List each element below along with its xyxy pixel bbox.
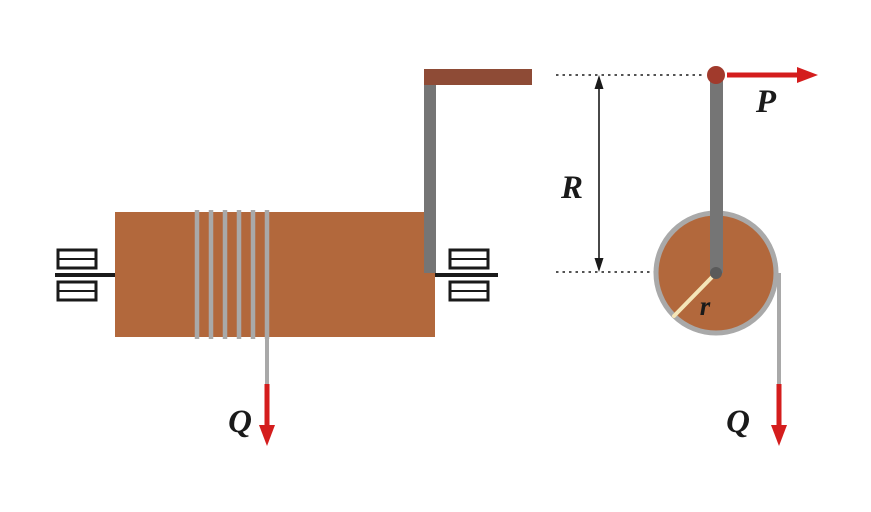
label-p: P bbox=[755, 84, 777, 120]
dimension-arrow-up bbox=[594, 75, 604, 89]
force-arrow-q-left bbox=[259, 384, 275, 446]
drum bbox=[115, 212, 435, 337]
label-q-left: Q bbox=[228, 404, 252, 440]
dimension-R bbox=[594, 75, 604, 272]
end-view: R r P Q bbox=[556, 66, 818, 446]
dimension-arrow-down bbox=[594, 258, 604, 272]
crank-arm-side bbox=[424, 77, 436, 273]
p-arrow-head bbox=[797, 67, 818, 83]
handle-knob bbox=[707, 66, 725, 84]
force-arrow-q-right bbox=[771, 384, 787, 446]
crank-arm-end bbox=[710, 75, 723, 273]
q-right-arrow-head bbox=[771, 425, 787, 446]
q-left-arrow-head bbox=[259, 425, 275, 446]
label-r: r bbox=[700, 291, 711, 321]
bearing-right bbox=[448, 248, 490, 302]
axle-hub bbox=[710, 267, 722, 279]
bearing-left bbox=[56, 248, 98, 302]
rope-coils bbox=[194, 210, 270, 339]
crank-handle bbox=[424, 69, 532, 85]
force-arrow-p bbox=[727, 67, 818, 83]
side-view: Q bbox=[55, 69, 532, 446]
radius-line-r bbox=[672, 271, 718, 318]
label-q-right: Q bbox=[726, 404, 750, 440]
label-R: R bbox=[560, 170, 583, 206]
